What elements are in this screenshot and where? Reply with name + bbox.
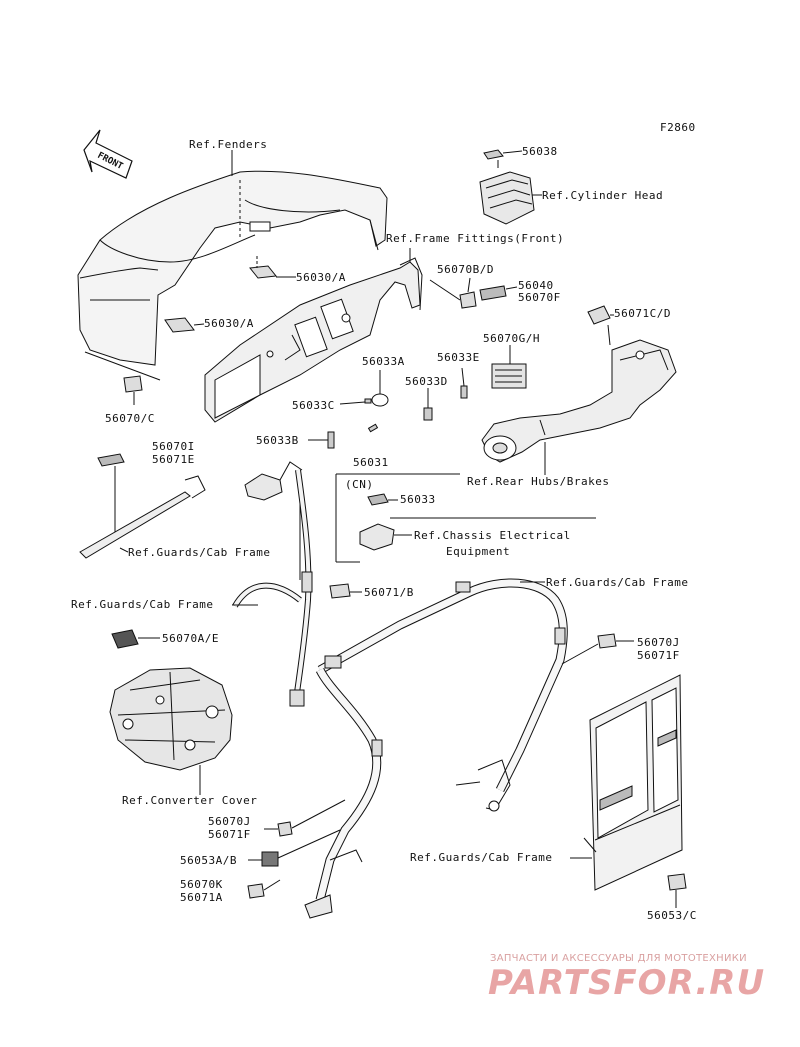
part-56053c: 56053/C — [647, 909, 697, 922]
part-56033a: 56033A — [362, 355, 405, 368]
ref-guards-cab-frame-right: Ref.Guards/Cab Frame — [410, 851, 553, 864]
ref-guards-cab-frame-top: Ref.Guards/Cab Frame — [546, 576, 689, 589]
frame-panel — [204, 257, 423, 423]
sticker-56040 — [479, 285, 518, 301]
rear-hubs-brakes — [481, 324, 677, 463]
ref-guards-cab-frame-left: Ref.Guards/Cab Frame — [128, 546, 271, 559]
sticker-56033a — [371, 370, 389, 407]
part-56033: 56033 — [400, 493, 436, 506]
front-arrow-icon: FRONT — [83, 129, 133, 179]
sticker-56033b — [308, 431, 335, 449]
part-56033d: 56033D — [405, 375, 448, 388]
part-56040: 56040 — [518, 279, 554, 292]
sticker-56053ab — [248, 851, 279, 867]
sticker-56070bd — [459, 277, 477, 309]
ref-chassis-electrical-line2: Equipment — [446, 545, 511, 558]
part-56070j-left: 56070J — [208, 815, 251, 828]
part-56071a: 56071A — [180, 891, 223, 904]
part-56070ae: 56070A/E — [162, 632, 219, 645]
part-56033c: 56033C — [292, 399, 335, 412]
sticker-56053c — [667, 873, 687, 908]
ref-rear-hubs-brakes: Ref.Rear Hubs/Brakes — [467, 475, 610, 488]
fenders-body — [77, 170, 388, 366]
sticker-56070gh — [491, 345, 527, 389]
part-56071f-right: 56071F — [637, 649, 680, 662]
ref-guards-cab-frame-mid: Ref.Guards/Cab Frame — [71, 598, 214, 611]
part-56031: 56031 — [353, 456, 389, 469]
ref-chassis-electrical-line1: Ref.Chassis Electrical — [414, 529, 571, 542]
cab-frame-left — [232, 469, 313, 707]
sticker-56070k — [247, 879, 281, 899]
sticker-56033e — [460, 367, 468, 399]
sticker-56033c — [339, 398, 379, 433]
guard-bar-left — [79, 475, 206, 559]
part-56038: 56038 — [522, 145, 558, 158]
part-56070c: 56070/C — [105, 412, 155, 425]
sticker-56070j-left — [264, 821, 293, 837]
part-56071cd: 56071C/D — [614, 307, 671, 320]
sticker-56071b — [329, 583, 362, 599]
sticker-56070c — [123, 375, 143, 405]
part-56030a-lower: 56030/A — [204, 317, 254, 330]
ref-fenders: Ref.Fenders — [189, 138, 268, 151]
cn-detail-box — [335, 473, 596, 563]
ref-cylinder-head: Ref.Cylinder Head — [542, 189, 664, 202]
part-56033b: 56033B — [256, 434, 299, 447]
cn-tag: (CN) — [345, 478, 374, 491]
part-56030a-upper: 56030/A — [296, 271, 346, 284]
converter-cover — [109, 667, 233, 771]
part-56070f: 56070F — [518, 291, 561, 304]
part-56070gh: 56070G/H — [483, 332, 540, 345]
sticker-56030a-upper — [249, 256, 296, 279]
part-56070k: 56070K — [180, 878, 223, 891]
part-56071b: 56071/B — [364, 586, 414, 599]
bracket-fitting — [244, 461, 303, 580]
part-56053ab: 56053A/B — [180, 854, 237, 867]
cylinder-head — [479, 160, 535, 225]
cab-frame-main — [304, 578, 568, 919]
figure-code: F2860 — [660, 121, 696, 134]
part-56070j-right: 56070J — [637, 636, 680, 649]
watermark-tagline: ЗАПЧАСТИ И АКСЕССУАРЫ ДЛЯ МОТОТЕХНИКИ — [490, 953, 747, 964]
sticker-56033d — [423, 388, 433, 421]
part-56071f-left: 56071F — [208, 828, 251, 841]
sticker-56070ae — [111, 629, 160, 649]
part-56070i: 56070I — [152, 440, 195, 453]
sticker-56070i — [97, 453, 125, 467]
sticker-56038 — [483, 149, 523, 160]
ref-converter-cover: Ref.Converter Cover — [122, 794, 258, 807]
watermark-brand: PARTSFOR.RU — [488, 963, 766, 1003]
sticker-56071cd — [587, 305, 614, 325]
ref-frame-fittings-front: Ref.Frame Fittings(Front) — [386, 232, 565, 245]
part-56071e: 56071E — [152, 453, 195, 466]
sticker-56070j-right — [597, 633, 634, 649]
part-56033e: 56033E — [437, 351, 480, 364]
cab-door-panel — [583, 674, 683, 891]
part-56070bd: 56070B/D — [437, 263, 494, 276]
sticker-56030a-lower — [164, 317, 205, 333]
